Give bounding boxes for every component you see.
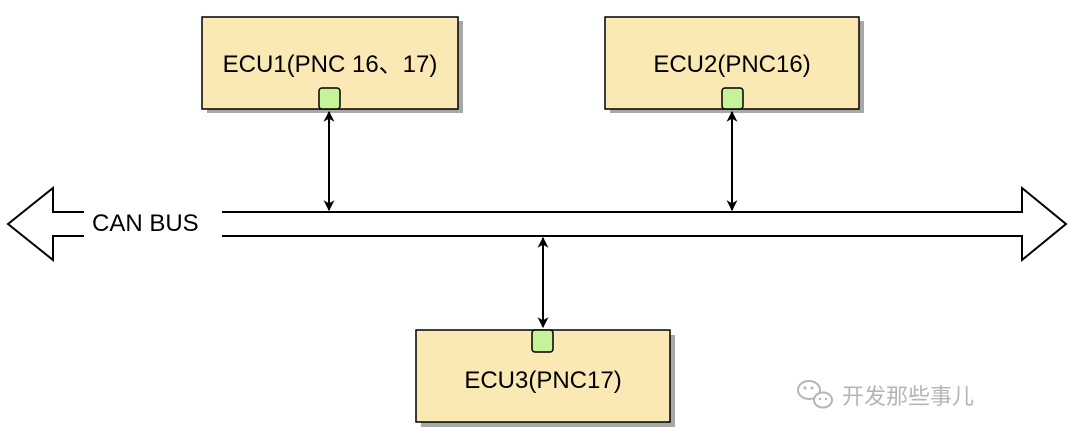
watermark: 开发那些事儿 [797, 380, 974, 410]
ecu2-port [721, 87, 744, 110]
ecu3-node: ECU3(PNC17) [415, 236, 675, 427]
ecu1-node: ECU1(PNC 16、17) [201, 16, 463, 212]
ecu3-port [531, 329, 554, 353]
can-bus-arrow [6, 185, 1068, 263]
wechat-icon [797, 380, 833, 409]
ecu3-label: ECU3(PNC17) [464, 367, 621, 394]
ecu1-label: ECU1(PNC 16、17) [223, 51, 438, 78]
can-bus: CAN BUS [6, 185, 1068, 263]
watermark-text: 开发那些事儿 [842, 385, 974, 410]
can-bus-label-bg [84, 206, 222, 242]
ecu2-node: ECU2(PNC16) [604, 16, 864, 212]
ecu2-label: ECU2(PNC16) [653, 51, 810, 78]
ecu1-port [318, 87, 341, 110]
can-bus-label: CAN BUS [92, 210, 199, 237]
